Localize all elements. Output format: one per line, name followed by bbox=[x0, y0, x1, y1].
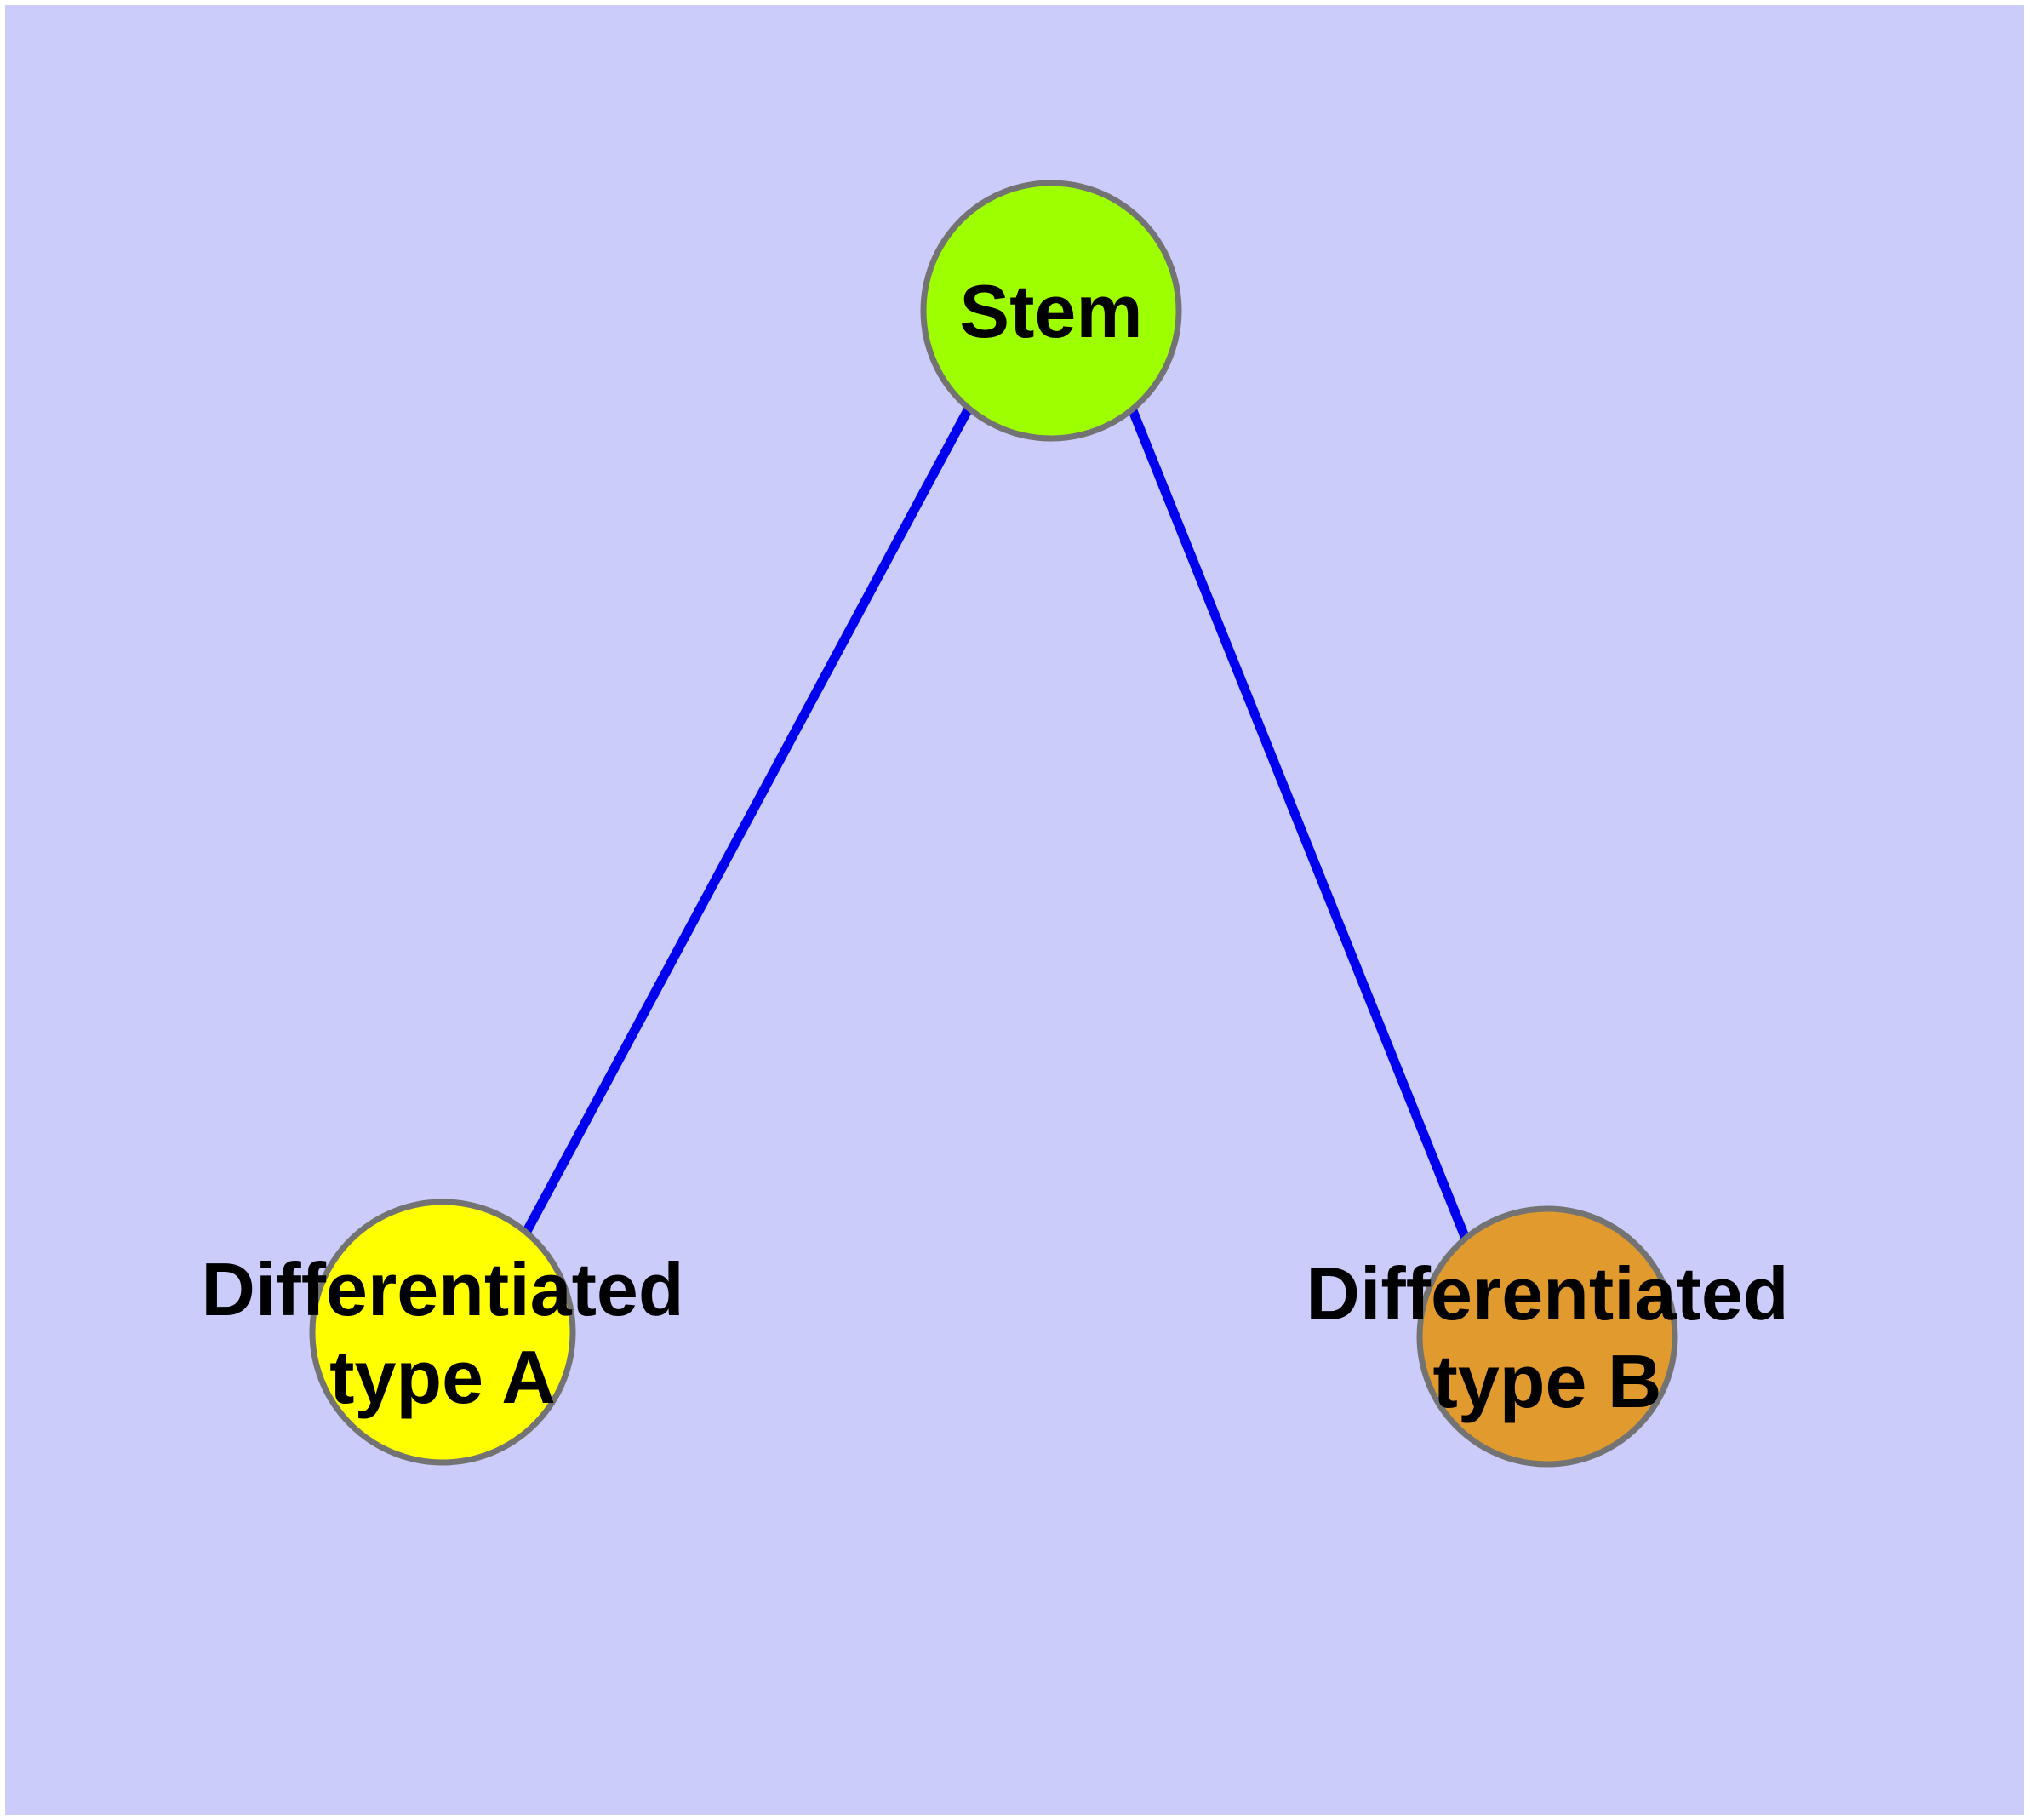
node-differentiated-type-b-circle[interactable] bbox=[1416, 1205, 1678, 1468]
node-differentiated-type-a-label-line-2: type A bbox=[329, 1335, 556, 1419]
node-differentiated-type-b-label-line-1: Differentiated bbox=[1306, 1251, 1788, 1336]
node-differentiated-type-b-label-line-2: type B bbox=[1433, 1339, 1662, 1423]
node-stem-circle[interactable] bbox=[920, 180, 1182, 442]
edge-layer bbox=[521, 406, 1471, 1241]
node-differentiated-type-a-label-line-1: Differentiated bbox=[201, 1247, 683, 1331]
node-differentiated-type-a-circle[interactable] bbox=[309, 1199, 576, 1466]
node-stem-label-line-1: Stem bbox=[959, 269, 1142, 353]
node-layer: Stem Differentiated type A Differentiate… bbox=[201, 180, 1789, 1468]
node-differentiated-type-b[interactable]: Differentiated type B bbox=[1306, 1205, 1789, 1468]
edge-stem-to-differentiated-type-a[interactable] bbox=[521, 406, 973, 1237]
edge-stem-to-differentiated-type-b[interactable] bbox=[1127, 406, 1471, 1241]
node-stem[interactable]: Stem bbox=[920, 180, 1182, 442]
node-differentiated-type-a[interactable]: Differentiated type A bbox=[201, 1199, 684, 1466]
